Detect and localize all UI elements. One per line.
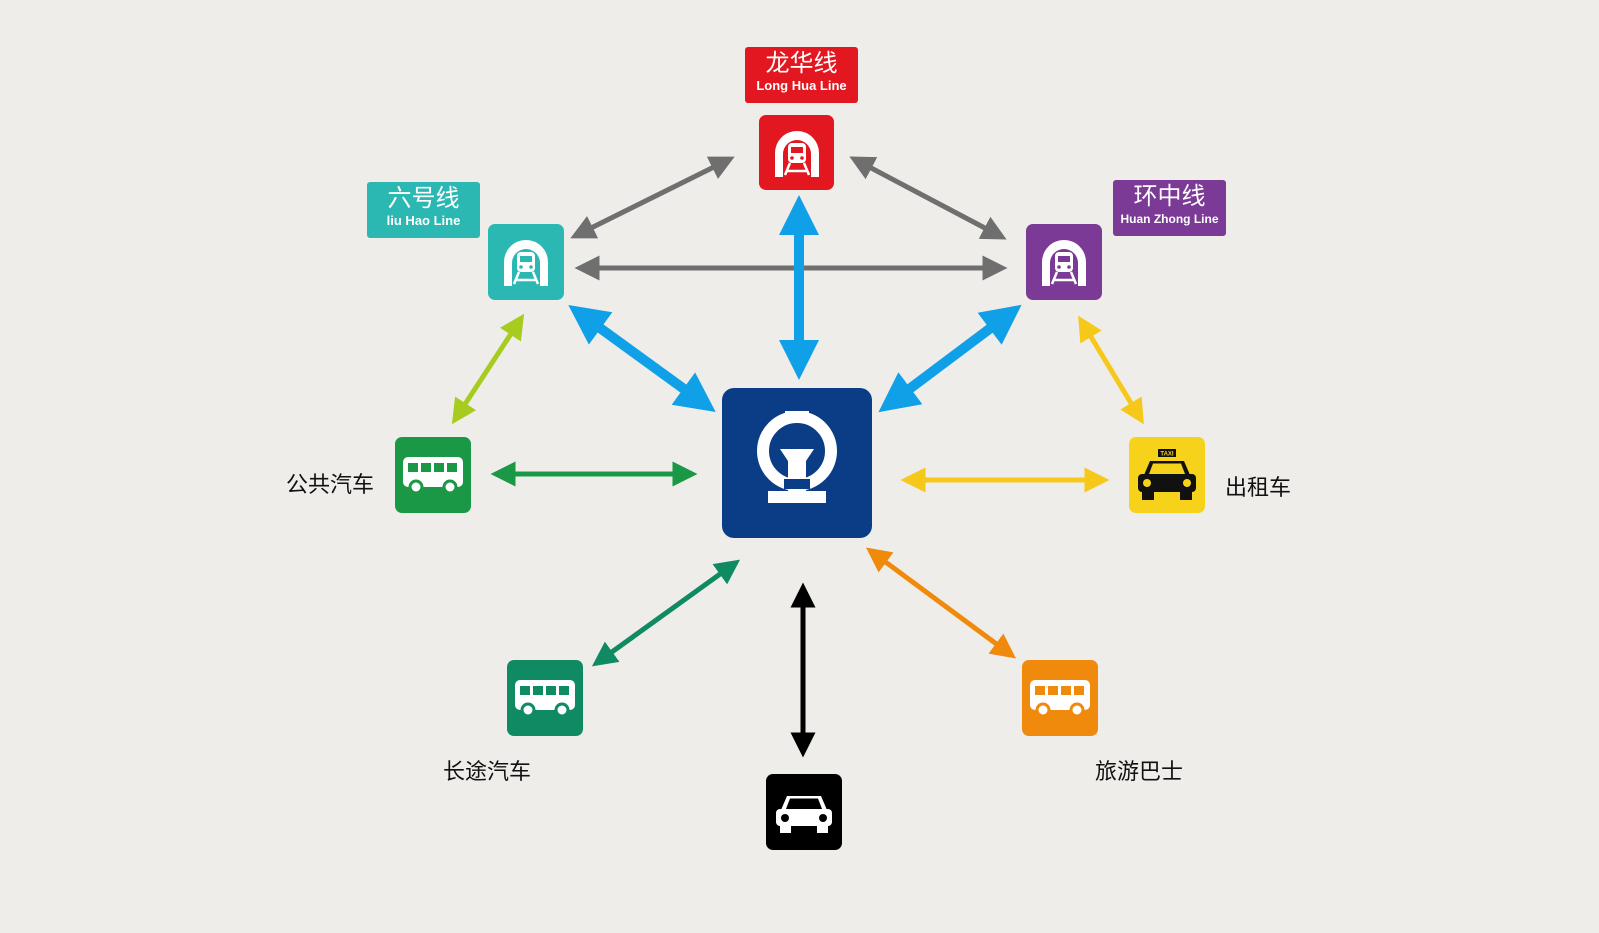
huanzhong-name-en: Huan Zhong Line (1120, 212, 1219, 226)
huanzhong-line-tag: 环中线 Huan Zhong Line (1113, 180, 1226, 236)
taxi-label: 出租车 (1225, 476, 1292, 501)
longhua-name-en: Long Hua Line (756, 78, 847, 93)
railway-station-hub (722, 388, 872, 538)
liuhao-line-tag: 六号线 liu Hao Line (367, 182, 480, 238)
tour-bus-label: 旅游巴士 (1095, 760, 1184, 785)
china-railway-logo-icon (757, 411, 837, 503)
coach-label: 长途汽车 (443, 760, 532, 785)
arrow-hub-tour-bus (865, 547, 1017, 659)
longhua-name-zh: 龙华线 (765, 50, 838, 77)
public-bus-label: 公共汽车 (286, 473, 375, 498)
car-icon (776, 796, 832, 833)
bus-icon (515, 680, 575, 718)
huanzhong-metro-node (1026, 224, 1102, 300)
public-bus-node (395, 437, 471, 513)
arrow-hub-huanzhong (878, 304, 1022, 413)
liuhao-name-zh: 六号线 (387, 185, 460, 212)
arrow-hub-liuhao (568, 304, 716, 413)
liuhao-name-en: liu Hao Line (386, 213, 461, 228)
arrow-huanzhong-taxi (1078, 315, 1144, 425)
coach-node (507, 660, 583, 736)
arrow-liuhao-longhua (570, 156, 735, 239)
huanzhong-name-zh: 环中线 (1133, 183, 1206, 210)
arrow-hub-coach (591, 559, 741, 667)
bus-icon (1030, 680, 1090, 718)
taxi-icon: TAXI (1138, 449, 1196, 500)
liuhao-metro-node (488, 224, 564, 300)
longhua-line-tag: 龙华线 Long Hua Line (745, 47, 858, 103)
car-node (766, 774, 842, 850)
arrow-liuhao-bus (451, 313, 525, 425)
metro-train-icon (774, 130, 819, 177)
bus-icon (403, 457, 463, 495)
tour-bus-node (1022, 660, 1098, 736)
taxi-node: TAXI (1129, 437, 1205, 513)
metro-train-icon (504, 240, 548, 286)
longhua-metro-node (759, 115, 834, 190)
arrow-longhua-huanzhong (849, 156, 1007, 240)
metro-train-icon (1042, 240, 1086, 286)
taxi-sign-text: TAXI (1160, 452, 1174, 458)
